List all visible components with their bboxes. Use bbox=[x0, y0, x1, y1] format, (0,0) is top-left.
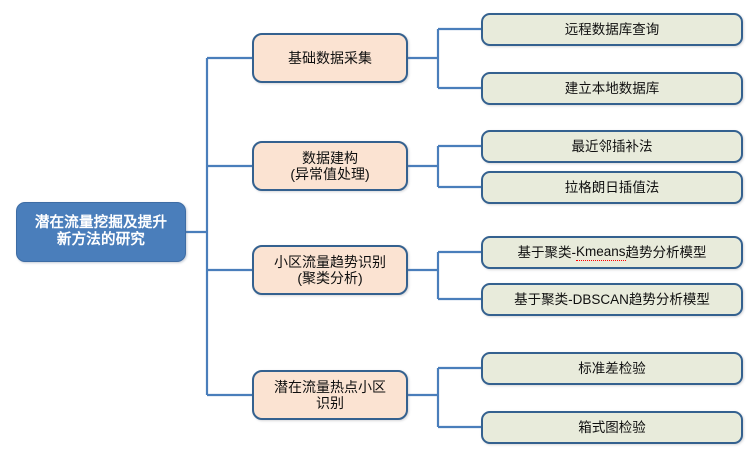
leaf-node-2-1[interactable]: 最近邻插补法 bbox=[481, 130, 743, 163]
leaf-node-2-2[interactable]: 拉格朗日插值法 bbox=[481, 171, 743, 204]
leaf-node-1-1[interactable]: 远程数据库查询 bbox=[481, 13, 743, 46]
leaf-node-4-2[interactable]: 箱式图检验 bbox=[481, 411, 743, 444]
branch-node-4[interactable]: 潜在流量热点小区 识别 bbox=[252, 370, 408, 420]
leaf-node-3-2[interactable]: 基于聚类-DBSCAN趋势分析模型 bbox=[481, 283, 743, 316]
branch-node-3[interactable]: 小区流量趋势识别 (聚类分析) bbox=[252, 245, 408, 295]
branch-node-1[interactable]: 基础数据采集 bbox=[252, 33, 408, 83]
leaf-node-4-1[interactable]: 标准差检验 bbox=[481, 352, 743, 385]
spellcheck-flagged-word: Kmeans bbox=[575, 244, 626, 261]
branch-node-2[interactable]: 数据建构 (异常值处理) bbox=[252, 141, 408, 191]
leaf-node-1-2[interactable]: 建立本地数据库 bbox=[481, 72, 743, 105]
root-node[interactable]: 潜在流量挖掘及提升 新方法的研究 bbox=[16, 202, 186, 262]
